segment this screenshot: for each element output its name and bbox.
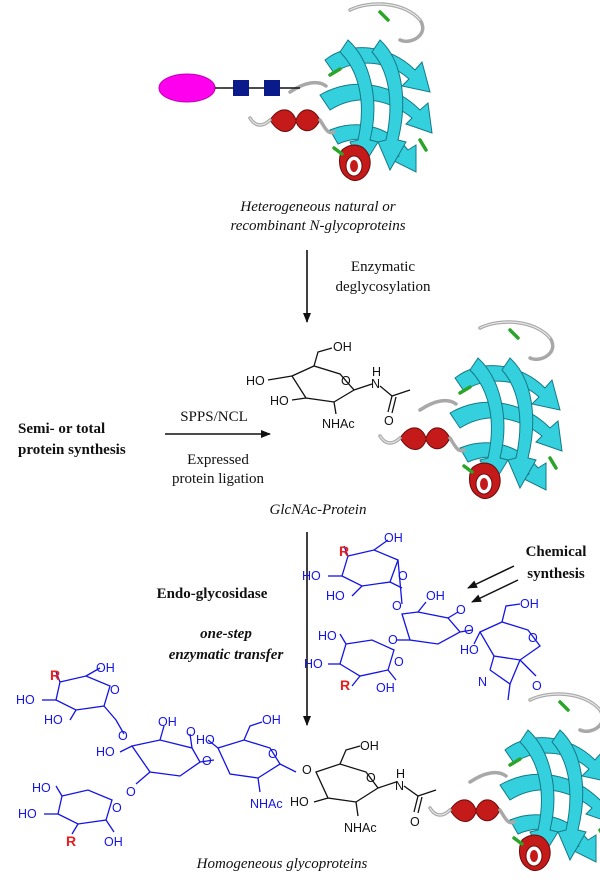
heterogeneous-label-2: recombinant N-glycoproteins [230,218,405,234]
nhac-label: NHAc [344,821,377,835]
ho-label: HO [304,657,323,671]
sppsncl-label: SPPS/NCL [180,409,248,425]
glcnac-square-icon [264,80,280,96]
ho-label: HO [460,643,479,657]
protein-ligation-label: protein ligation [172,471,265,487]
linkage-oxygen-label: O [202,754,212,768]
oh-label: OH [520,597,539,611]
synthesis-label: synthesis [527,566,585,582]
linkage-oxygen-label: O [392,599,402,613]
linkage-oxygen-label: O [388,633,398,647]
protein-synthesis-label: protein synthesis [18,442,126,458]
carbonyl-o-label: O [384,414,394,428]
expressed-label: Expressed [187,452,249,468]
top-glycoprotein-cartoon [158,2,434,183]
ring-oxygen-label: O [110,683,120,697]
oh-label: OH [96,661,115,675]
oxazoline-o-label: O [532,679,542,693]
chemical-label: Chemical [526,544,587,560]
nhac-label: NHAc [322,417,355,431]
ring-oxygen-label: O [366,771,376,785]
ring-oxygen-label: O [394,655,404,669]
oh-label: OH [360,739,379,753]
enzymatic-transfer-label: enzymatic transfer [169,647,284,663]
enzymatic-label: Enzymatic [351,259,415,275]
oxazoline-n-label: N [478,675,487,689]
glcnac-protein-label: GlcNAc-Protein [270,502,367,518]
amide-h-label: H [396,767,405,781]
oh-label: OH [262,713,281,727]
oh-label: OH [158,715,177,729]
ho-label: HO [302,569,321,583]
glcnac-structure: OH HO HO O NHAc N H O [246,340,411,431]
homogeneous-glycan-structure: R OH HO HO O O OH HO O O O OH HO O NHAc … [16,661,437,849]
ring-oxygen-label: O [268,747,278,761]
deglycosylation-label: deglycosylation [336,279,431,295]
linkage-oxygen-label: O [302,763,312,777]
nhac-label: NHAc [250,797,283,811]
ho-label: HO [318,629,337,643]
oh-label: OH [333,340,352,354]
one-step-label: one-step [200,626,252,642]
ring-oxygen-label: O [186,725,196,739]
bottom-glycoprotein-cartoon [428,692,600,873]
glycan-ellipse-icon [158,73,216,103]
linkage-oxygen-label: O [126,785,136,799]
ho-label: HO [326,589,345,603]
oh-label: OH [426,589,445,603]
homogeneous-label: Homogeneous glycoproteins [196,856,368,872]
ring-oxygen-label: O [112,801,122,815]
amide-n-label: N [395,779,404,793]
glcnac-protein-cartoon [378,320,564,501]
glcnac-square-icon [233,80,249,96]
r-group-label: R [339,543,349,559]
r-group-label: R [66,833,76,849]
oh-label: OH [376,681,395,695]
ho-label: HO [18,807,37,821]
r-group-label: R [50,667,60,683]
oh-label: OH [384,531,403,545]
ho-label: HO [246,374,265,388]
ring-oxygen-label: O [456,603,466,617]
ho-label: HO [196,733,215,747]
r-group-label: R [340,677,350,693]
ring-oxygen-label: O [528,631,538,645]
semi-total-label: Semi- or total [18,421,105,437]
ring-oxygen-label: O [341,374,351,388]
ho-label: HO [270,394,289,408]
heterogeneous-label-1: Heterogeneous natural or [239,199,395,215]
linkage-oxygen-label: O [464,623,474,637]
oh-label: OH [104,835,123,849]
ho-label: HO [16,693,35,707]
ho-label: HO [290,795,309,809]
chemical-arrow-2 [471,579,519,603]
amide-h-label: H [372,365,381,379]
endo-glycosidase-label: Endo-glycosidase [157,586,268,602]
ho-label: HO [96,745,115,759]
linkage-oxygen-label: O [118,729,128,743]
ho-label: HO [44,713,63,727]
chemical-arrow-1 [467,565,515,589]
ho-label: HO [32,781,51,795]
ring-oxygen-label: O [398,569,408,583]
amide-n-label: N [371,377,380,391]
carbonyl-o-label: O [410,815,420,829]
oxazoline-donor-structure: R OH HO HO O O OH O O O OH HO O N O HO [302,531,542,701]
